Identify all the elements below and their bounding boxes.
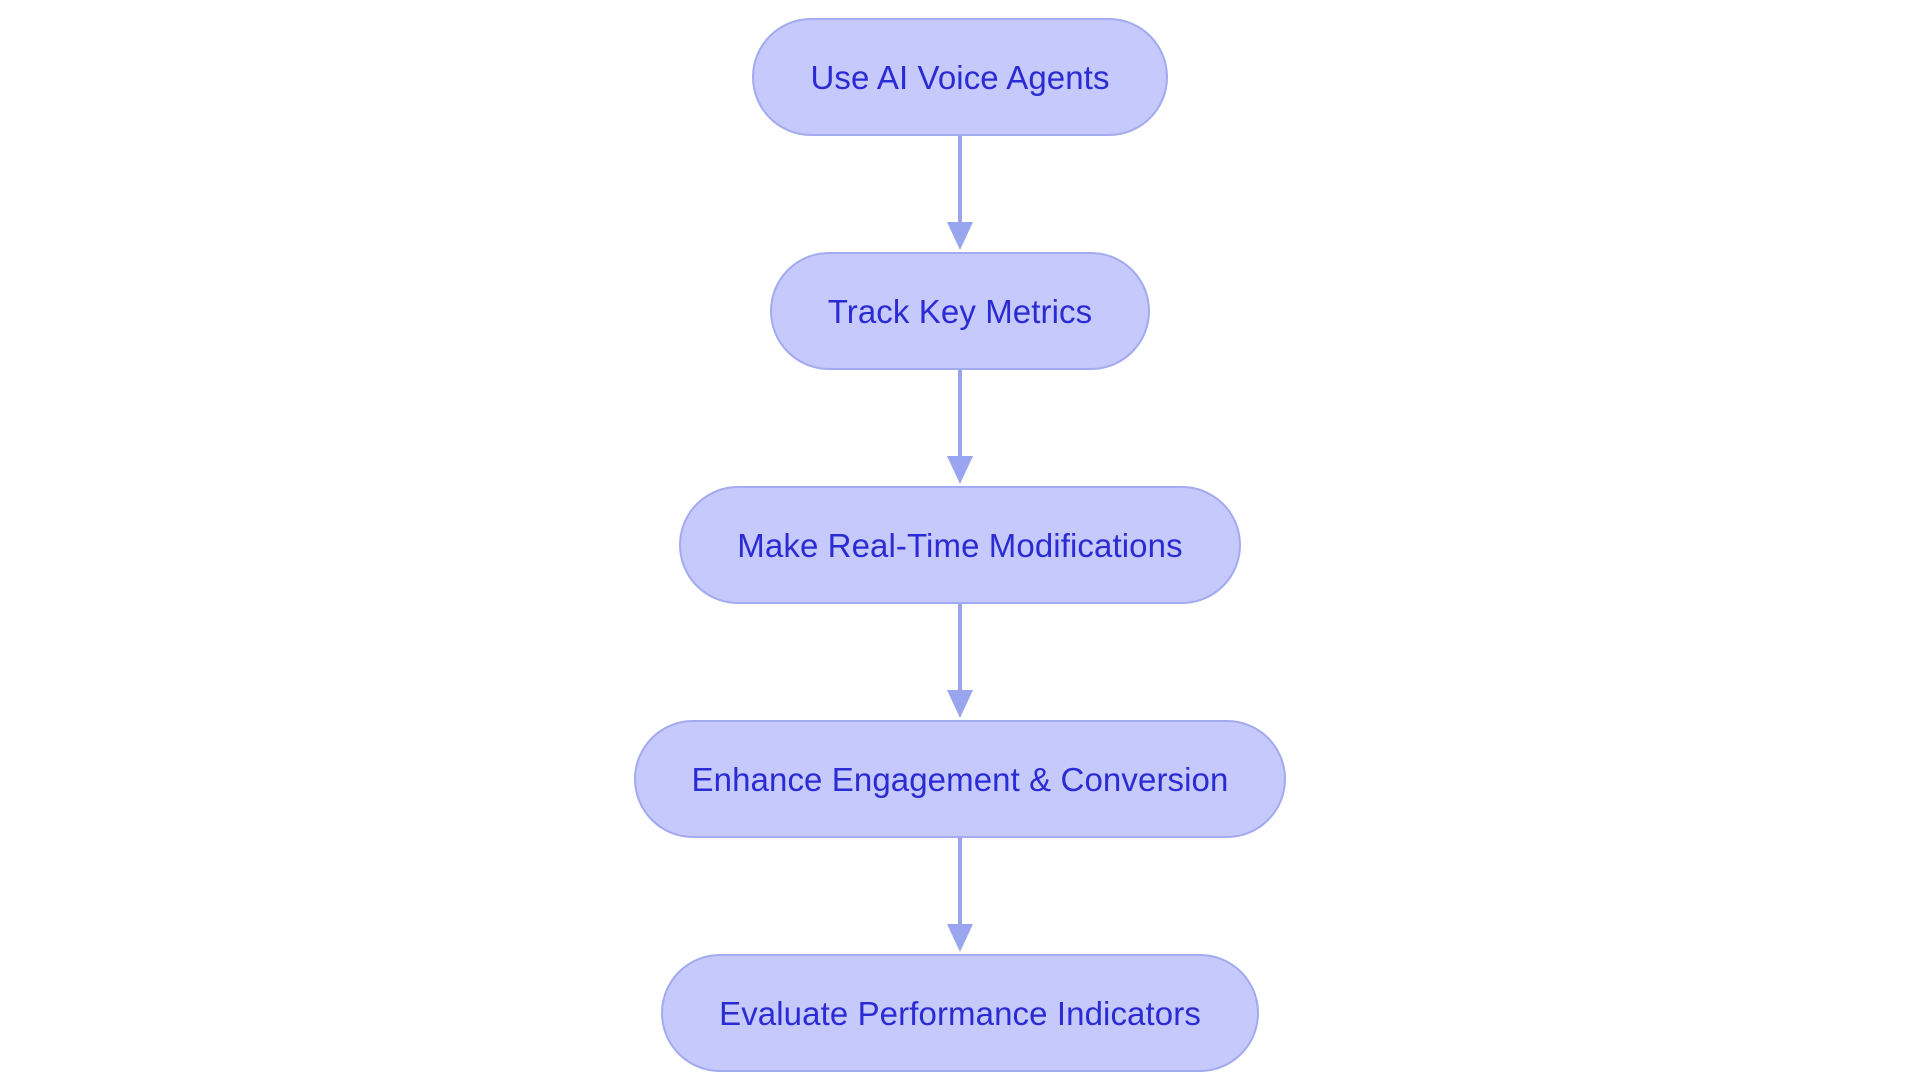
- flowchart-node-label: Evaluate Performance Indicators: [719, 994, 1201, 1032]
- flowchart-node-enhance-engagement-conversion[interactable]: Enhance Engagement & Conversion: [633, 720, 1287, 838]
- flowchart-node-track-key-metrics[interactable]: Track Key Metrics: [769, 252, 1151, 370]
- top-spacer: [960, 0, 961, 18]
- arrow-down-icon: [947, 136, 973, 250]
- flowchart-node-label: Track Key Metrics: [827, 292, 1093, 330]
- flowchart-node-use-ai-voice-agents[interactable]: Use AI Voice Agents: [752, 18, 1168, 136]
- flowchart-node-evaluate-performance-indicators[interactable]: Evaluate Performance Indicators: [661, 954, 1259, 1072]
- flowchart-node-label: Enhance Engagement & Conversion: [691, 760, 1229, 798]
- arrow-down-icon: [947, 370, 973, 484]
- arrow-down-icon: [947, 838, 973, 952]
- flowchart-node-label: Make Real-Time Modifications: [737, 526, 1183, 564]
- flowchart-node-label: Use AI Voice Agents: [810, 58, 1110, 96]
- flowchart-node-make-real-time-modifications[interactable]: Make Real-Time Modifications: [679, 486, 1241, 604]
- arrow-down-icon: [947, 604, 973, 718]
